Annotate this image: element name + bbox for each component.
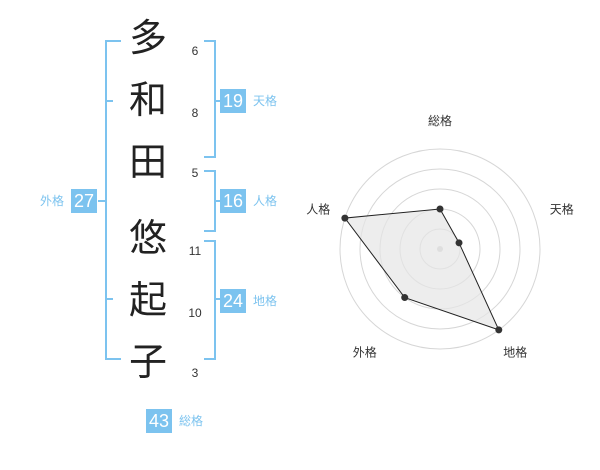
- name-char-4: 悠: [128, 216, 167, 260]
- jinkaku-label: 人格: [253, 194, 278, 208]
- radar-point-4: [401, 294, 409, 302]
- radar-point-1: [436, 205, 444, 213]
- soukaku-label: 総格: [179, 414, 204, 428]
- soukaku-score: 43: [146, 409, 173, 433]
- gaikaku-score: 27: [71, 189, 98, 213]
- radar-axis-label-1: 総格: [428, 113, 452, 128]
- name-char-3: 田: [128, 140, 167, 184]
- stroke-count-4: 11: [188, 244, 202, 258]
- tenkaku-score: 19: [220, 89, 247, 113]
- chikaku-label: 地格: [253, 294, 278, 308]
- stroke-count-5: 10: [188, 306, 202, 320]
- radar-point-2: [455, 239, 463, 247]
- stroke-count-3: 5: [191, 166, 199, 180]
- stroke-count-6: 3: [191, 366, 199, 380]
- radar-point-3: [495, 326, 503, 334]
- name-char-1: 多: [128, 16, 167, 60]
- gaikaku-label: 外格: [40, 194, 65, 208]
- radar-axis-label-4: 外格: [353, 345, 377, 360]
- tenkaku-label: 天格: [253, 94, 278, 108]
- radar-series-shape: [343, 208, 500, 331]
- radar-axis-label-3: 地格: [503, 345, 527, 360]
- stroke-count-1: 6: [191, 44, 199, 58]
- radar-point-5: [341, 214, 349, 222]
- radar-axis-label-5: 人格: [306, 201, 330, 216]
- name-char-5: 起: [128, 278, 167, 322]
- chikaku-score: 24: [220, 289, 247, 313]
- name-char-2: 和: [128, 78, 167, 122]
- radar-axis-label-2: 天格: [550, 201, 574, 216]
- name-char-6: 子: [128, 340, 167, 384]
- jinkaku-score: 16: [220, 189, 247, 213]
- stroke-count-2: 8: [191, 106, 199, 120]
